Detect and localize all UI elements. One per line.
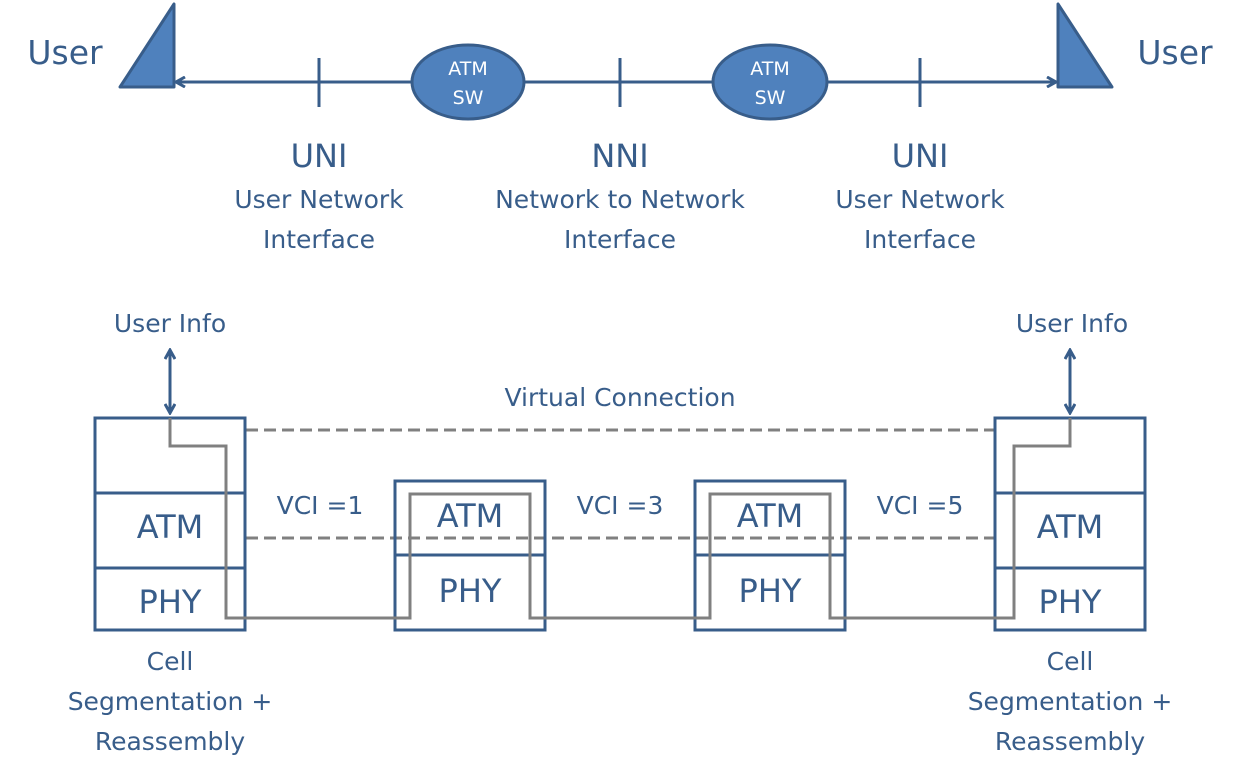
left-caption-line2: Segmentation + xyxy=(68,687,273,716)
cell-data-path xyxy=(168,418,1072,620)
nni-abbr: NNI xyxy=(591,137,648,175)
right-caption-line1: Cell xyxy=(1047,647,1094,676)
switch-stack-1: ATM PHY xyxy=(393,479,547,632)
left-end-stack: ATM PHY xyxy=(93,416,247,632)
atm-switch-1-line2: SW xyxy=(453,87,484,109)
uni-right-line2: Interface xyxy=(864,225,976,254)
user-right-label: User xyxy=(1137,33,1213,72)
vci-label-1: VCI =1 xyxy=(277,491,364,520)
user-info-right-label: User Info xyxy=(1016,309,1128,338)
uni-left-line2: Interface xyxy=(263,225,375,254)
atm-switch-1-line1: ATM xyxy=(448,58,488,80)
atm-switch-1: ATM SW xyxy=(410,43,526,121)
atm-switch-2: ATM SW xyxy=(711,43,829,121)
nni-line1: Network to Network xyxy=(495,185,745,214)
user-left-terminal-icon xyxy=(118,2,176,89)
switch-stack-2: ATM PHY xyxy=(693,479,847,632)
left-stack-atm-label: ATM xyxy=(137,508,204,546)
right-caption-line2: Segmentation + xyxy=(968,687,1173,716)
right-stack-atm-label: ATM xyxy=(1037,508,1104,546)
user-right-terminal-icon xyxy=(1056,2,1114,89)
atm-switch-2-icon xyxy=(711,43,829,121)
right-caption-line3: Reassembly xyxy=(995,727,1146,756)
switch1-atm-label: ATM xyxy=(437,497,504,535)
uni-left-abbr: UNI xyxy=(291,137,348,175)
switch1-phy-label: PHY xyxy=(439,572,502,610)
virtual-connection-label: Virtual Connection xyxy=(504,383,735,412)
uni-right-line1: User Network xyxy=(835,185,1005,214)
left-end-caption: Cell Segmentation + Reassembly xyxy=(68,647,273,756)
left-caption-line1: Cell xyxy=(147,647,194,676)
atm-switch-2-line2: SW xyxy=(755,87,786,109)
uni-left-line1: User Network xyxy=(234,185,404,214)
vci-label-5: VCI =5 xyxy=(877,491,964,520)
user-info-left-label: User Info xyxy=(114,309,226,338)
right-stack-phy-label: PHY xyxy=(1039,583,1102,621)
nni-line2: Interface xyxy=(564,225,676,254)
vci-label-3: VCI =3 xyxy=(577,491,664,520)
right-end-stack: ATM PHY xyxy=(993,416,1147,632)
interface-uni-left: UNI User Network Interface xyxy=(234,137,404,254)
interface-uni-right: UNI User Network Interface xyxy=(835,137,1005,254)
uni-right-abbr: UNI xyxy=(892,137,949,175)
atm-switch-2-line1: ATM xyxy=(750,58,790,80)
switch2-phy-label: PHY xyxy=(739,572,802,610)
right-end-caption: Cell Segmentation + Reassembly xyxy=(968,647,1173,756)
left-caption-line3: Reassembly xyxy=(95,727,246,756)
atm-switch-1-icon xyxy=(410,43,526,121)
left-stack-phy-label: PHY xyxy=(139,583,202,621)
switch2-atm-label: ATM xyxy=(737,497,804,535)
interface-nni: NNI Network to Network Interface xyxy=(495,137,745,254)
user-left-label: User xyxy=(27,33,103,72)
